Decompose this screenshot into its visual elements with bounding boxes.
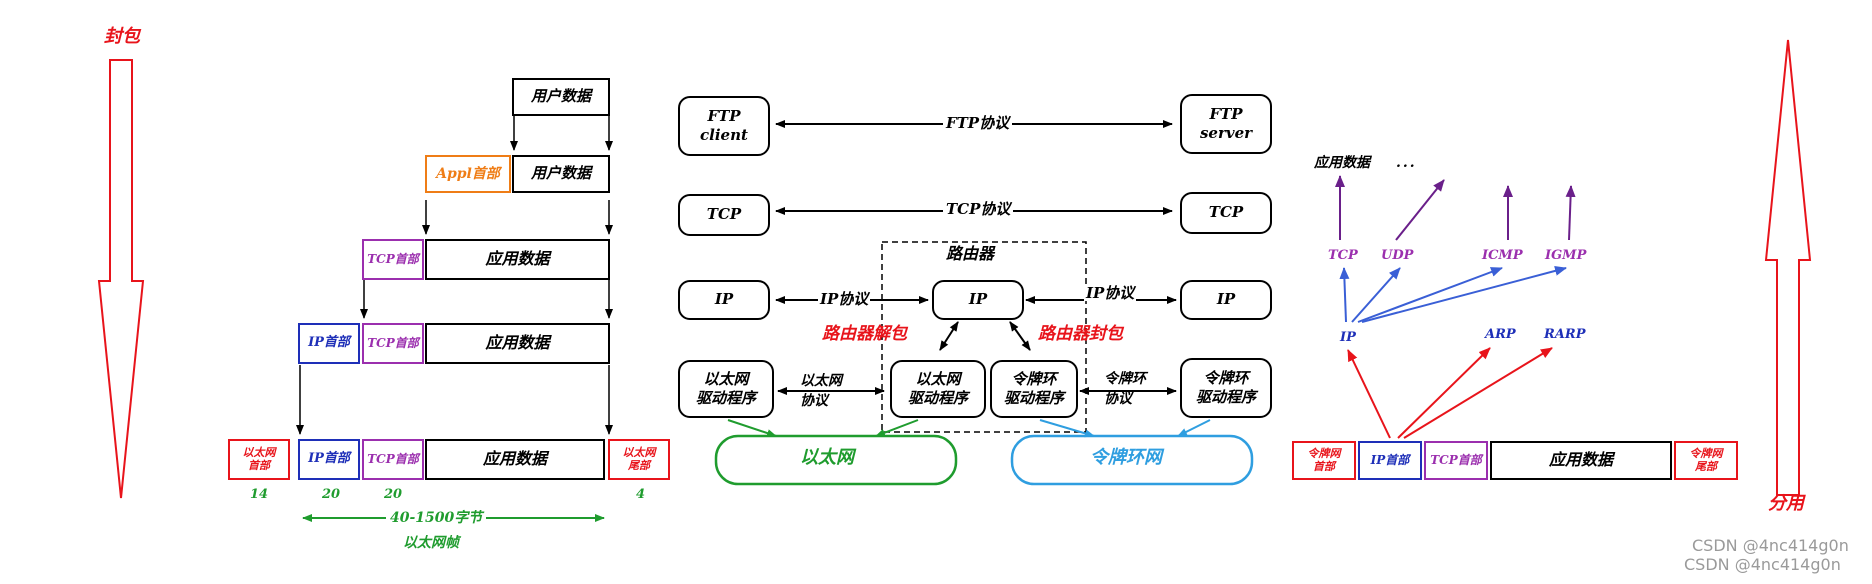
- demux-blue-arrows: [1339, 265, 1567, 323]
- demux-ip-header: IP首部: [1358, 441, 1422, 480]
- router-pack-label: 路由器封包: [1038, 324, 1123, 344]
- demux-igmp-label: IGMP: [1545, 248, 1587, 263]
- watermark-line-2: CSDN @4nc414g0n: [1684, 555, 1841, 574]
- ftp-protocol-label: FTP协议: [943, 116, 1013, 131]
- demux-purple-arrows: [1335, 175, 1576, 241]
- demux-app-data-label: 应用数据: [1314, 155, 1370, 171]
- token-driver-router-box: 令牌环 驱动程序: [990, 360, 1078, 418]
- token-driver-to-ring: [1177, 419, 1211, 437]
- router-token-to-ring: [1039, 419, 1095, 438]
- size-tcp-header: 20: [384, 487, 403, 502]
- encapsulation-down-arrow: [97, 59, 145, 499]
- ip-router-box: IP: [932, 280, 1024, 320]
- frame-ip-header: IP首部: [298, 439, 360, 480]
- row3-tcp-header: TCP首部: [362, 239, 424, 280]
- router-ip-eth-arrow: [939, 321, 959, 351]
- demux-icmp-label: ICMP: [1482, 248, 1523, 263]
- eth-driver-left-box: 以太网 驱动程序: [678, 360, 774, 418]
- row2-user-data: 用户数据: [512, 155, 610, 193]
- demux-tcp-label: TCP: [1328, 248, 1358, 263]
- ip-protocol-right-label: IP协议: [1084, 284, 1137, 302]
- size-eth-header: 14: [250, 487, 269, 502]
- router-eth-to-ethernet: [875, 419, 919, 437]
- tcp-right-box: TCP: [1180, 192, 1272, 234]
- tcp-left-box: TCP: [678, 194, 770, 236]
- tcp-protocol-label: TCP协议: [943, 202, 1014, 217]
- demux-ip-label: IP: [1340, 330, 1356, 345]
- demux-red-arrows: [1347, 347, 1553, 439]
- token-protocol-label: 令牌环 协议: [1104, 371, 1146, 407]
- eth-driver-to-ethernet: [727, 419, 777, 437]
- row3-app-data: 应用数据: [425, 239, 610, 280]
- demux-token-header: 令牌网 首部: [1292, 441, 1356, 480]
- demux-token-trailer: 令牌网 尾部: [1674, 441, 1738, 480]
- token-ring-cloud: [1010, 434, 1254, 486]
- token-ring-label: 令牌环网: [1090, 447, 1162, 468]
- size-eth-trailer: 4: [636, 487, 646, 502]
- demux-app-data: 应用数据: [1490, 441, 1672, 480]
- row2-appl-header: Appl首部: [425, 155, 511, 193]
- demux-arp-label: ARP: [1485, 327, 1516, 342]
- row4-app-data: 应用数据: [425, 323, 610, 364]
- router-title: 路由器: [946, 244, 995, 263]
- watermark-line-1: CSDN @4nc414g0n: [1692, 536, 1849, 555]
- ip-left-box: IP: [678, 280, 770, 320]
- encap-arrows: [296, 116, 613, 435]
- size-ip-header: 20: [322, 487, 341, 502]
- ip-right-box: IP: [1180, 280, 1272, 320]
- frame-name-label: 以太网帧: [403, 535, 459, 551]
- demux-up-arrow: [1764, 39, 1812, 496]
- router-unpack-label: 路由器解包: [822, 324, 907, 344]
- ethernet-label: 以太网: [800, 447, 854, 468]
- row1-user-data: 用户数据: [512, 78, 610, 116]
- demux-tcp-header: TCP首部: [1424, 441, 1488, 480]
- ftp-server-box: FTP server: [1180, 94, 1272, 154]
- demux-udp-label: UDP: [1381, 248, 1414, 263]
- ip-protocol-left-label: IP协议: [818, 290, 871, 308]
- demux-title: 分用: [1768, 493, 1804, 514]
- token-driver-right-box: 令牌环 驱动程序: [1180, 358, 1272, 418]
- ethernet-cloud: [714, 434, 958, 486]
- frame-eth-header: 以太网 首部: [228, 439, 290, 480]
- eth-driver-router-box: 以太网 驱动程序: [890, 360, 986, 418]
- encapsulation-title: 封包: [104, 26, 140, 47]
- row4-tcp-header: TCP首部: [362, 323, 424, 364]
- demux-ellipsis: ...: [1396, 155, 1417, 171]
- frame-range-label: 40-1500字节: [386, 511, 487, 525]
- frame-eth-trailer: 以太网 尾部: [608, 439, 670, 480]
- router-ip-token-arrow: [1009, 321, 1031, 351]
- demux-rarp-label: RARP: [1544, 327, 1586, 342]
- ftp-client-box: FTP client: [678, 96, 770, 156]
- frame-tcp-header: TCP首部: [362, 439, 424, 480]
- eth-protocol-label: 以太网 协议: [800, 373, 842, 409]
- router-boundary: [881, 241, 1087, 433]
- row4-ip-header: IP首部: [298, 323, 360, 364]
- frame-app-data: 应用数据: [425, 439, 605, 480]
